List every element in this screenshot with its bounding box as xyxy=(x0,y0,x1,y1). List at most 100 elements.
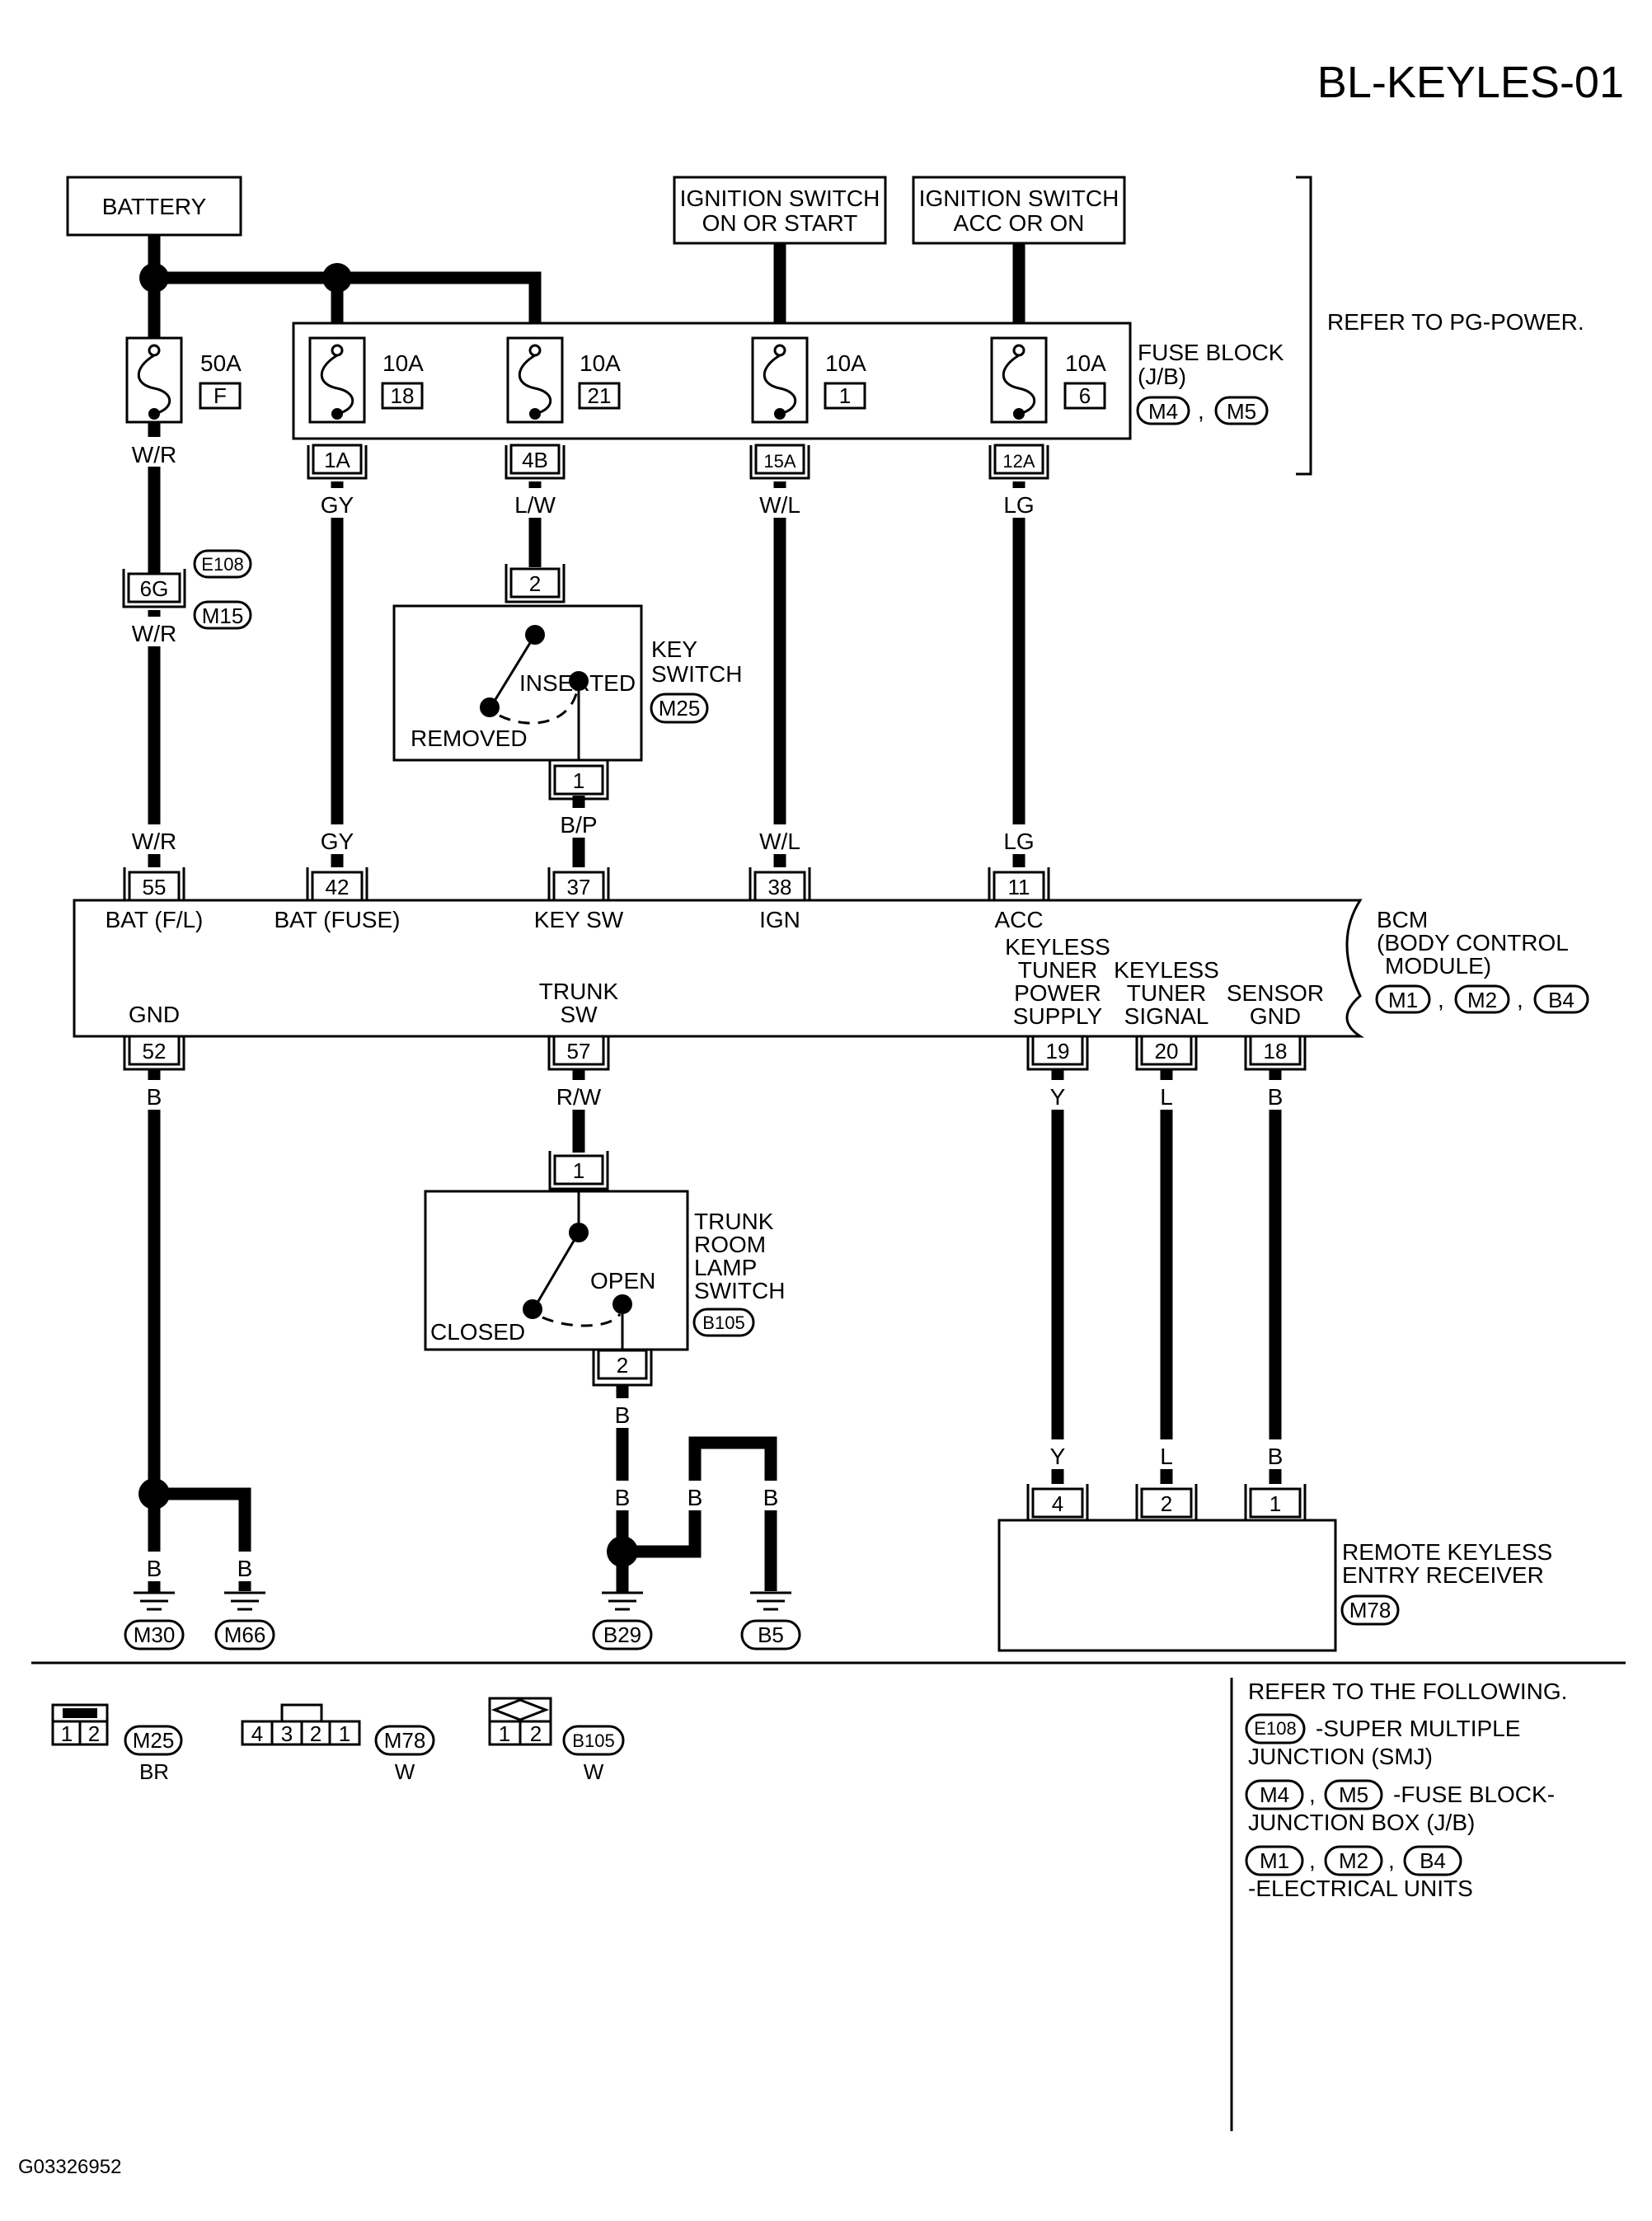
diagram-title: BL-KEYLES-01 xyxy=(1317,58,1624,107)
wire-label-y-bottom: Y xyxy=(1050,1444,1066,1469)
refer-e108: E108 xyxy=(1254,1718,1296,1739)
trunk-switch-pin-2-connector xyxy=(592,1349,653,1387)
ground-symbol-b29 xyxy=(602,1591,643,1611)
fuse-6-id: 6 xyxy=(1079,383,1091,408)
fuse-21-id: 21 xyxy=(588,383,612,408)
trunk-switch-closed: CLOSED xyxy=(430,1319,525,1345)
fuse-1-id: 1 xyxy=(839,383,851,408)
receiver-pin-4: 4 xyxy=(1052,1491,1063,1516)
refer-fb-1: -FUSE BLOCK- xyxy=(1393,1782,1555,1807)
battery-label: BATTERY xyxy=(102,194,207,219)
refer-eu: -ELECTRICAL UNITS xyxy=(1248,1876,1473,1901)
bcm-pin-11: 11 xyxy=(1008,875,1030,899)
bcm-term-trunk-sw-1: TRUNK xyxy=(539,979,619,1004)
pg-power-bracket xyxy=(1296,176,1312,476)
ground-m66-oval xyxy=(214,1619,275,1650)
wire-label-l-top: L xyxy=(1160,1084,1173,1110)
refer-pg-power: REFER TO PG-POWER. xyxy=(1327,309,1584,335)
trunk-switch-label-4: SWITCH xyxy=(694,1278,785,1303)
legend-m78-color: W xyxy=(395,1759,415,1784)
fuse-50a-id: F xyxy=(214,383,227,408)
wire-label-lg-top: LG xyxy=(1003,492,1034,518)
legend-m78-pin-3: 3 xyxy=(281,1721,293,1746)
figure-code: G03326952 xyxy=(18,2156,121,2178)
receiver-pin-1: 1 xyxy=(1270,1491,1281,1516)
fuse-block-conn-m4: M4 xyxy=(1148,399,1178,424)
bus-splice xyxy=(322,263,352,293)
joint-pin-6g: 6G xyxy=(140,576,169,601)
key-switch-conn: M25 xyxy=(659,696,701,721)
wire-label-wl-top: W/L xyxy=(759,492,800,518)
joint-conn-e108: E108 xyxy=(201,554,243,575)
trunk-switch-open: OPEN xyxy=(590,1268,655,1294)
wire-label-b-m30: B xyxy=(147,1556,162,1581)
wire-label-y-top: Y xyxy=(1050,1084,1066,1110)
key-switch-contact-inserted xyxy=(569,671,589,691)
bcm-box xyxy=(73,899,1365,1038)
bcm-pin-57-connector xyxy=(547,1035,610,1071)
fuse-10a-1 xyxy=(751,336,809,424)
legend-m78-oval xyxy=(374,1725,435,1756)
refer-m1: M1 xyxy=(1260,1848,1289,1873)
wire-label-b-m66: B xyxy=(237,1556,253,1581)
key-switch-label-2: SWITCH xyxy=(651,661,742,687)
battery-splice xyxy=(139,263,169,293)
legend-b105-oval xyxy=(562,1725,625,1756)
fb-pin-4b: 4B xyxy=(522,448,548,472)
bcm-comma-2: , xyxy=(1517,987,1523,1012)
bcm-term-key-sw: KEY SW xyxy=(534,907,624,932)
key-switch-pin-2: 2 xyxy=(529,571,541,596)
legend-m78: M78 xyxy=(384,1728,426,1753)
battery-box xyxy=(66,176,242,237)
legend-b105: B105 xyxy=(572,1730,614,1751)
bcm-pin-55: 55 xyxy=(143,875,167,899)
bcm-comma-1: , xyxy=(1438,987,1444,1012)
wire-label-lg-bcm: LG xyxy=(1003,829,1034,854)
trunk-switch-travel xyxy=(542,1313,622,1327)
key-switch-box xyxy=(392,604,643,762)
legend-m78-pin-2: 2 xyxy=(310,1721,321,1746)
receiver-box xyxy=(997,1519,1337,1652)
bcm-term-trunk-sw-2: SW xyxy=(560,1002,598,1027)
receiver-conn: M78 xyxy=(1349,1598,1392,1622)
refer-m4: M4 xyxy=(1260,1782,1289,1807)
bcm-term-bat-fuse: BAT (FUSE) xyxy=(275,907,401,932)
bcm-term-kt-signal-2: TUNER xyxy=(1127,980,1206,1006)
wire-label-wr-mid: W/R xyxy=(132,621,176,646)
ignition-on-start-label-2: ON OR START xyxy=(702,210,858,236)
key-switch-inserted: INSERTED xyxy=(519,670,636,696)
bcm-term-sensor-2: GND xyxy=(1250,1003,1301,1029)
ignition-on-start-box xyxy=(673,176,887,245)
refer-m2: M2 xyxy=(1339,1848,1368,1873)
fb-pin-15a-connector xyxy=(749,444,810,480)
joint-6g-connector xyxy=(122,569,186,608)
bcm-pin-20: 20 xyxy=(1155,1039,1179,1064)
bcm-pin-19: 19 xyxy=(1046,1039,1070,1064)
key-switch-contact-removed xyxy=(480,697,500,717)
bcm-conn-m1-oval xyxy=(1375,984,1431,1014)
trunk-switch-pin-1-connector xyxy=(548,1151,609,1190)
fuse-block-conn-m5-oval xyxy=(1214,396,1269,425)
trunk-switch-conn: B105 xyxy=(702,1312,744,1333)
refer-b4: B4 xyxy=(1420,1848,1446,1873)
refer-b4-oval xyxy=(1403,1845,1462,1876)
bcm-pin-37: 37 xyxy=(567,875,591,899)
ignition-acc-on-label-1: IGNITION SWITCH xyxy=(919,185,1119,211)
ground-b29-oval xyxy=(592,1619,653,1650)
legend-b105-color: W xyxy=(584,1759,604,1784)
key-switch-label-1: KEY xyxy=(651,636,697,662)
legend-m25-oval xyxy=(124,1725,183,1756)
bcm-pin-18-connector xyxy=(1244,1035,1307,1071)
bcm-term-ign: IGN xyxy=(759,907,800,932)
wire-label-b-sensor-bottom: B xyxy=(1268,1444,1284,1469)
fb-pin-1a: 1A xyxy=(324,448,350,472)
wire-label-lw-top: L/W xyxy=(514,492,556,518)
fb-pin-12a-connector xyxy=(988,444,1049,480)
legend-m78-pin-1: 1 xyxy=(339,1721,350,1746)
key-switch-blade xyxy=(493,634,537,702)
ground-b29: B29 xyxy=(603,1622,641,1647)
fb-pin-1a-connector xyxy=(307,444,368,480)
trunk-switch-label-2: ROOM xyxy=(694,1232,766,1257)
ground-m30: M30 xyxy=(134,1622,176,1647)
